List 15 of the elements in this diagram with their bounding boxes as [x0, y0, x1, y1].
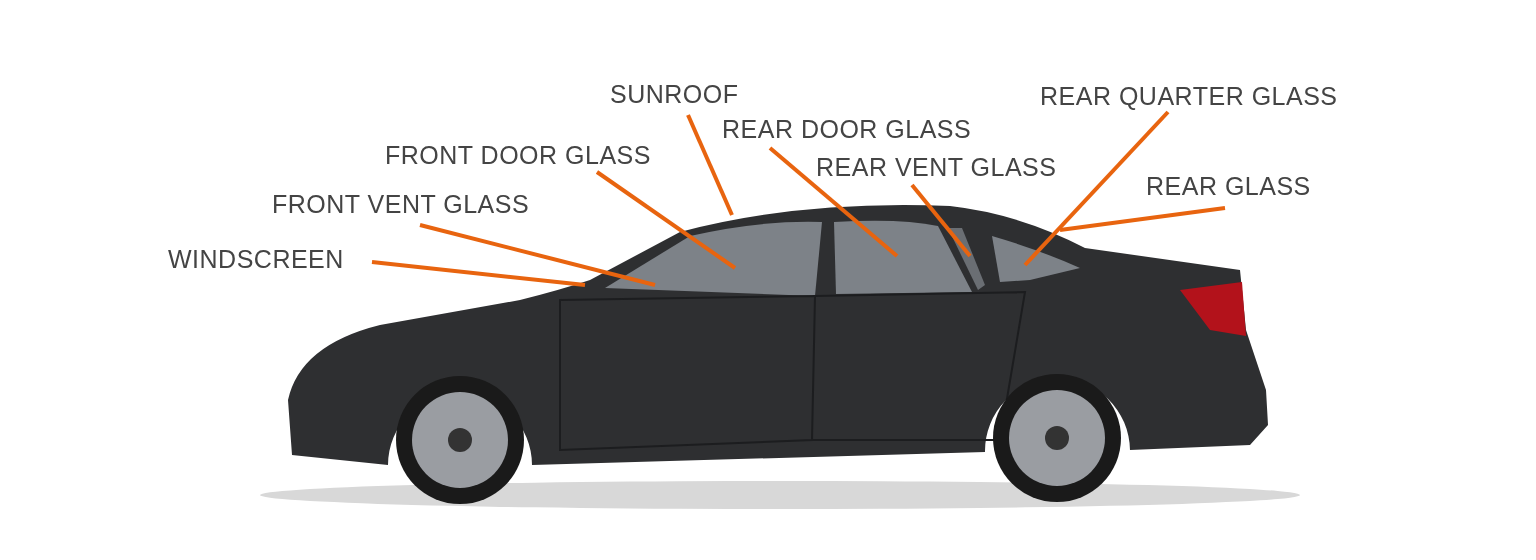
part-label: REAR VENT GLASS [816, 153, 1057, 181]
leader-line [595, 170, 737, 270]
part-label: FRONT DOOR GLASS [385, 141, 651, 169]
leader-line [686, 114, 734, 216]
part-label: REAR DOOR GLASS [722, 115, 972, 143]
part-label: WINDSCREEN [168, 245, 344, 273]
leader-line [371, 260, 586, 287]
leader-line [1059, 206, 1226, 232]
part-label: REAR GLASS [1146, 172, 1311, 200]
leader-line [768, 146, 899, 258]
part-label: SUNROOF [610, 80, 739, 108]
part-label: REAR QUARTER GLASS [1040, 82, 1338, 110]
leader-line [419, 223, 656, 287]
part-label: FRONT VENT GLASS [272, 190, 530, 218]
leader-line [1023, 110, 1170, 267]
